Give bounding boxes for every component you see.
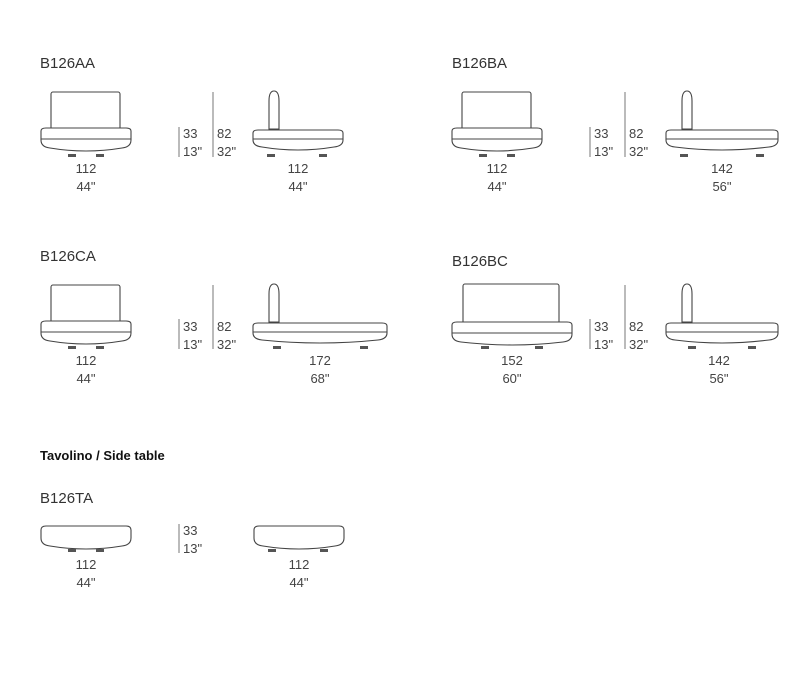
b126bc-front-view [451, 283, 573, 349]
b126aa-height-markers [178, 92, 214, 157]
side-depth-in: 68" [310, 371, 330, 386]
b126ba-front-view [451, 91, 543, 157]
front-width-cm: 112 [75, 353, 97, 368]
seat-height-cm: 33 [594, 126, 609, 141]
front-width-cm: 112 [486, 161, 508, 176]
total-height-in: 32" [629, 337, 649, 352]
table-height-in: 13" [183, 541, 203, 556]
total-height-in: 32" [629, 144, 649, 159]
b126ta-side-view [253, 525, 345, 552]
total-height-cm: 82 [629, 319, 644, 334]
total-height-in: 32" [217, 144, 237, 159]
model-code-b126aa: B126AA [40, 55, 96, 72]
front-width-cm: 152 [501, 353, 523, 368]
front-width-in: 44" [76, 179, 96, 194]
front-width-in: 60" [502, 371, 522, 386]
front-width-cm: 112 [75, 161, 97, 176]
front-width-cm: 112 [75, 557, 97, 572]
front-width-in: 44" [487, 179, 507, 194]
seat-height-in: 13" [594, 144, 614, 159]
model-code-b126ba: B126BA [452, 55, 508, 72]
b126bc-height-markers [589, 285, 626, 349]
b126ca-side-view [252, 283, 388, 349]
b126ta-front-view [40, 525, 132, 552]
front-width-in: 44" [76, 371, 96, 386]
side-depth-in: 56" [709, 371, 729, 386]
side-depth-cm: 112 [287, 161, 309, 176]
b126ca-height-markers [178, 285, 214, 349]
total-height-cm: 82 [217, 126, 232, 141]
side-depth-cm: 142 [711, 161, 733, 176]
side-depth-cm: 112 [288, 557, 310, 572]
seat-height-in: 13" [183, 144, 203, 159]
table-height-cm: 33 [183, 523, 198, 538]
side-depth-in: 56" [712, 179, 732, 194]
model-code-b126bc: B126BC [452, 253, 508, 270]
seat-height-cm: 33 [594, 319, 609, 334]
b126aa-side-view [252, 90, 344, 157]
side-depth-cm: 172 [309, 353, 331, 368]
seat-height-cm: 33 [183, 319, 198, 334]
b126bc-side-view [665, 283, 779, 349]
side-depth-in: 44" [288, 179, 308, 194]
b126ca-front-view [40, 284, 132, 349]
front-width-in: 44" [76, 575, 96, 590]
model-code-b126ca: B126CA [40, 248, 96, 265]
seat-height-in: 13" [594, 337, 614, 352]
section-title: Tavolino / Side table [40, 448, 165, 463]
b126ba-side-view [665, 90, 779, 157]
side-depth-in: 44" [289, 575, 309, 590]
b126aa-front-view [40, 91, 132, 157]
total-height-cm: 82 [629, 126, 644, 141]
total-height-cm: 82 [217, 319, 232, 334]
seat-height-cm: 33 [183, 126, 198, 141]
seat-height-in: 13" [183, 337, 203, 352]
model-code-b126ta: B126TA [40, 490, 94, 507]
b126ba-height-markers [589, 92, 626, 157]
total-height-in: 32" [217, 337, 237, 352]
side-depth-cm: 142 [708, 353, 730, 368]
